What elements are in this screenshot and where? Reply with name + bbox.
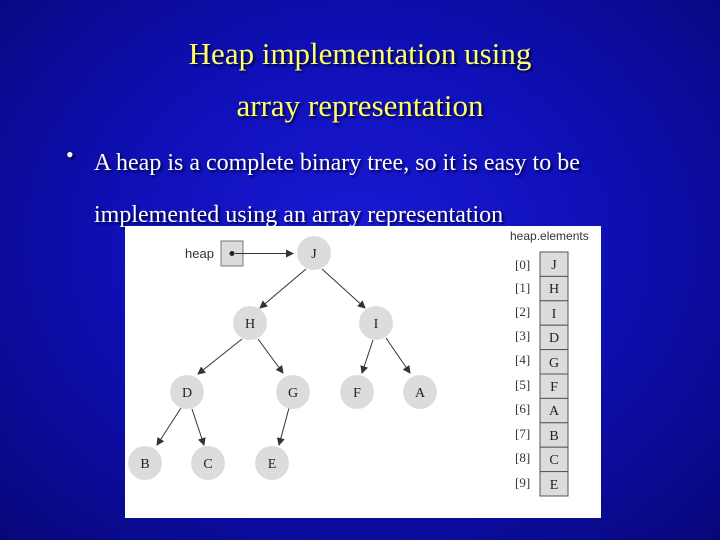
array-value-6: A <box>549 404 560 419</box>
array-index-9: [9] <box>515 475 530 490</box>
array-index-8: [8] <box>515 450 530 465</box>
array-index-3: [3] <box>515 328 530 343</box>
slide-title-line-1: Heap implementation using <box>188 36 532 71</box>
array-index-6: [6] <box>515 401 530 416</box>
array-value-3: D <box>549 331 559 346</box>
tree-node-e-label: E <box>268 457 277 472</box>
tree-node-g: G <box>276 375 310 409</box>
array-cell-9 <box>539 471 569 497</box>
array-label: heap.elements <box>510 229 589 243</box>
heap-diagram: heap J H <box>125 226 601 518</box>
array-value-2: I <box>552 307 557 322</box>
array-cell-5 <box>539 373 569 399</box>
tree-node-b: B <box>128 446 162 480</box>
slide-title-line-2: array representation <box>236 88 484 123</box>
edge-d-b <box>156 407 182 446</box>
array-cell-8 <box>539 446 569 473</box>
array-cell-2 <box>539 300 569 326</box>
array-value-8: C <box>549 453 558 468</box>
tree-node-c: C <box>191 446 225 480</box>
tree-node-e: E <box>255 446 289 480</box>
tree-node-j: J <box>297 236 331 270</box>
heap-pointer-label: heap <box>185 246 214 261</box>
tree-node-d-circle <box>170 375 204 409</box>
slide-title: Heap implementation using array represen… <box>0 28 720 132</box>
array-cell-3 <box>539 324 569 351</box>
tree-node-d-label: D <box>182 386 192 401</box>
tree-node-j-circle <box>297 236 331 270</box>
tree-node-h: H <box>233 306 267 340</box>
array-cell-4 <box>539 349 569 375</box>
tree-node-a: A <box>403 375 437 409</box>
tree-node-a-label: A <box>415 386 426 401</box>
tree-node-c-circle <box>191 446 225 480</box>
array-cell-6 <box>539 397 569 424</box>
array-value-1: H <box>549 282 559 297</box>
edge-j-i <box>321 268 366 309</box>
tree-node-f-circle <box>340 375 374 409</box>
array-index-7: [7] <box>515 426 530 441</box>
tree-node-g-circle <box>276 375 310 409</box>
heap-pointer-dot <box>229 251 235 256</box>
bullet-text: A heap is a complete binary tree, so it … <box>94 137 704 241</box>
array-value-4: G <box>549 356 559 371</box>
heap-diagram-svg: heap J H <box>128 229 589 497</box>
tree-node-f: F <box>340 375 374 409</box>
edge-j-h <box>259 268 307 309</box>
tree-node-c-label: C <box>203 457 212 472</box>
array-value-5: F <box>550 380 558 395</box>
bullet-marker: • <box>66 142 74 167</box>
array-index-1: [1] <box>515 280 530 295</box>
tree-node-h-label: H <box>245 317 255 332</box>
bullet-line-1: A heap is a complete binary tree, so it … <box>94 150 580 176</box>
tree-nodes: J H I D G F A <box>128 236 437 480</box>
edge-g-e <box>276 407 290 446</box>
array-index-5: [5] <box>515 377 530 392</box>
edge-h-d <box>197 338 243 375</box>
edge-i-a <box>385 337 411 374</box>
array-index-2: [2] <box>515 304 530 319</box>
tree-node-j-label: J <box>311 247 317 262</box>
array-values: J H I D G F A B C E <box>549 258 560 493</box>
array-index-4: [4] <box>515 352 530 367</box>
edge-d-c <box>191 408 206 446</box>
tree-node-i-circle <box>359 306 393 340</box>
tree-node-a-circle <box>403 375 437 409</box>
tree-node-h-circle <box>233 306 267 340</box>
edge-i-f <box>360 339 374 374</box>
array-cells <box>539 251 569 497</box>
tree-node-f-label: F <box>353 386 361 401</box>
tree-node-i: I <box>359 306 393 340</box>
edge-h-g <box>257 338 284 374</box>
tree-edges <box>156 268 411 446</box>
tree-node-e-circle <box>255 446 289 480</box>
array-value-9: E <box>550 478 559 493</box>
array-index-0: [0] <box>515 257 530 272</box>
tree-node-b-circle <box>128 446 162 480</box>
bullet-line-2: implemented using an array representatio… <box>94 202 504 228</box>
tree-node-i-label: I <box>374 317 379 332</box>
array-value-7: B <box>549 429 558 444</box>
array-indices: [0] [1] [2] [3] [4] [5] [6] [7] [8] [9] <box>515 257 530 490</box>
tree-node-b-label: B <box>140 457 149 472</box>
tree-node-g-label: G <box>288 386 298 401</box>
array-value-0: J <box>551 258 557 273</box>
array-cell-1 <box>539 275 569 302</box>
tree-node-d: D <box>170 375 204 409</box>
array-cell-0 <box>539 251 569 277</box>
